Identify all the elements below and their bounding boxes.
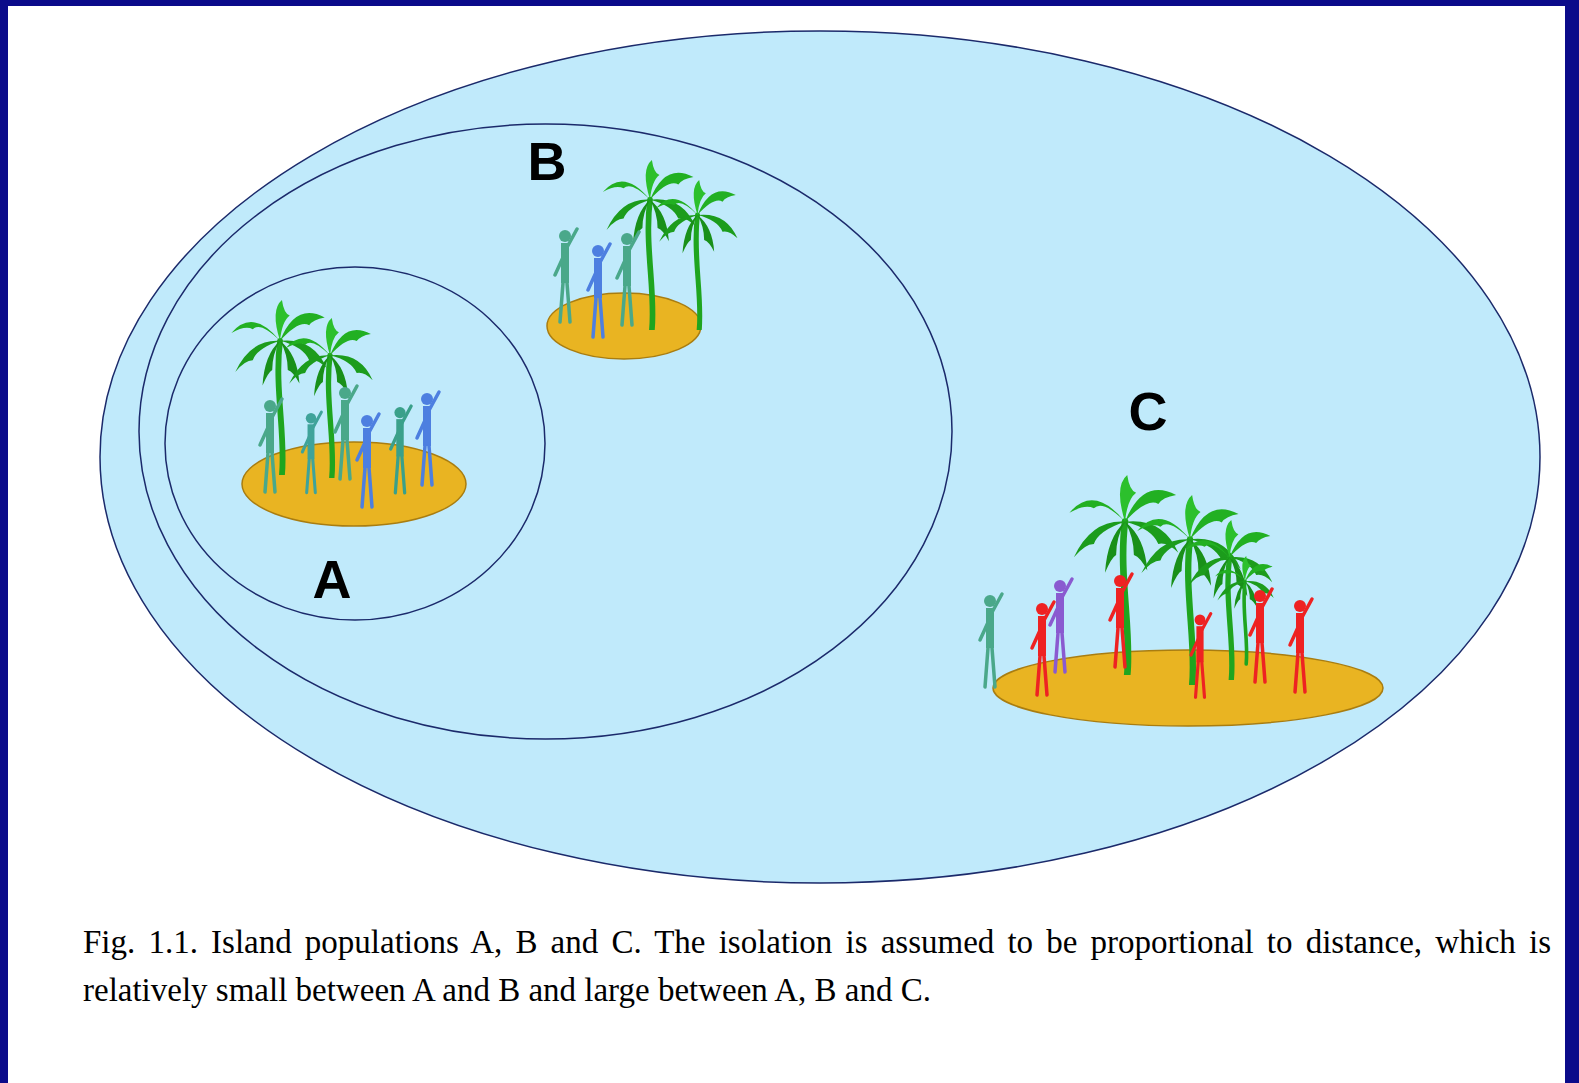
figure-caption: Fig. 1.1. Island populations A, B and C.… <box>83 918 1551 1014</box>
island-a <box>231 300 466 526</box>
island-c <box>980 475 1383 726</box>
population-label: C <box>1129 384 1168 438</box>
population-label: B <box>528 134 567 188</box>
region-ellipse <box>164 266 546 621</box>
isolation-region: BA <box>138 123 953 740</box>
isolation-region: CBA <box>99 30 1541 884</box>
isolation-region: A <box>164 266 546 621</box>
island-b <box>547 160 738 359</box>
population-label: A <box>313 552 352 606</box>
